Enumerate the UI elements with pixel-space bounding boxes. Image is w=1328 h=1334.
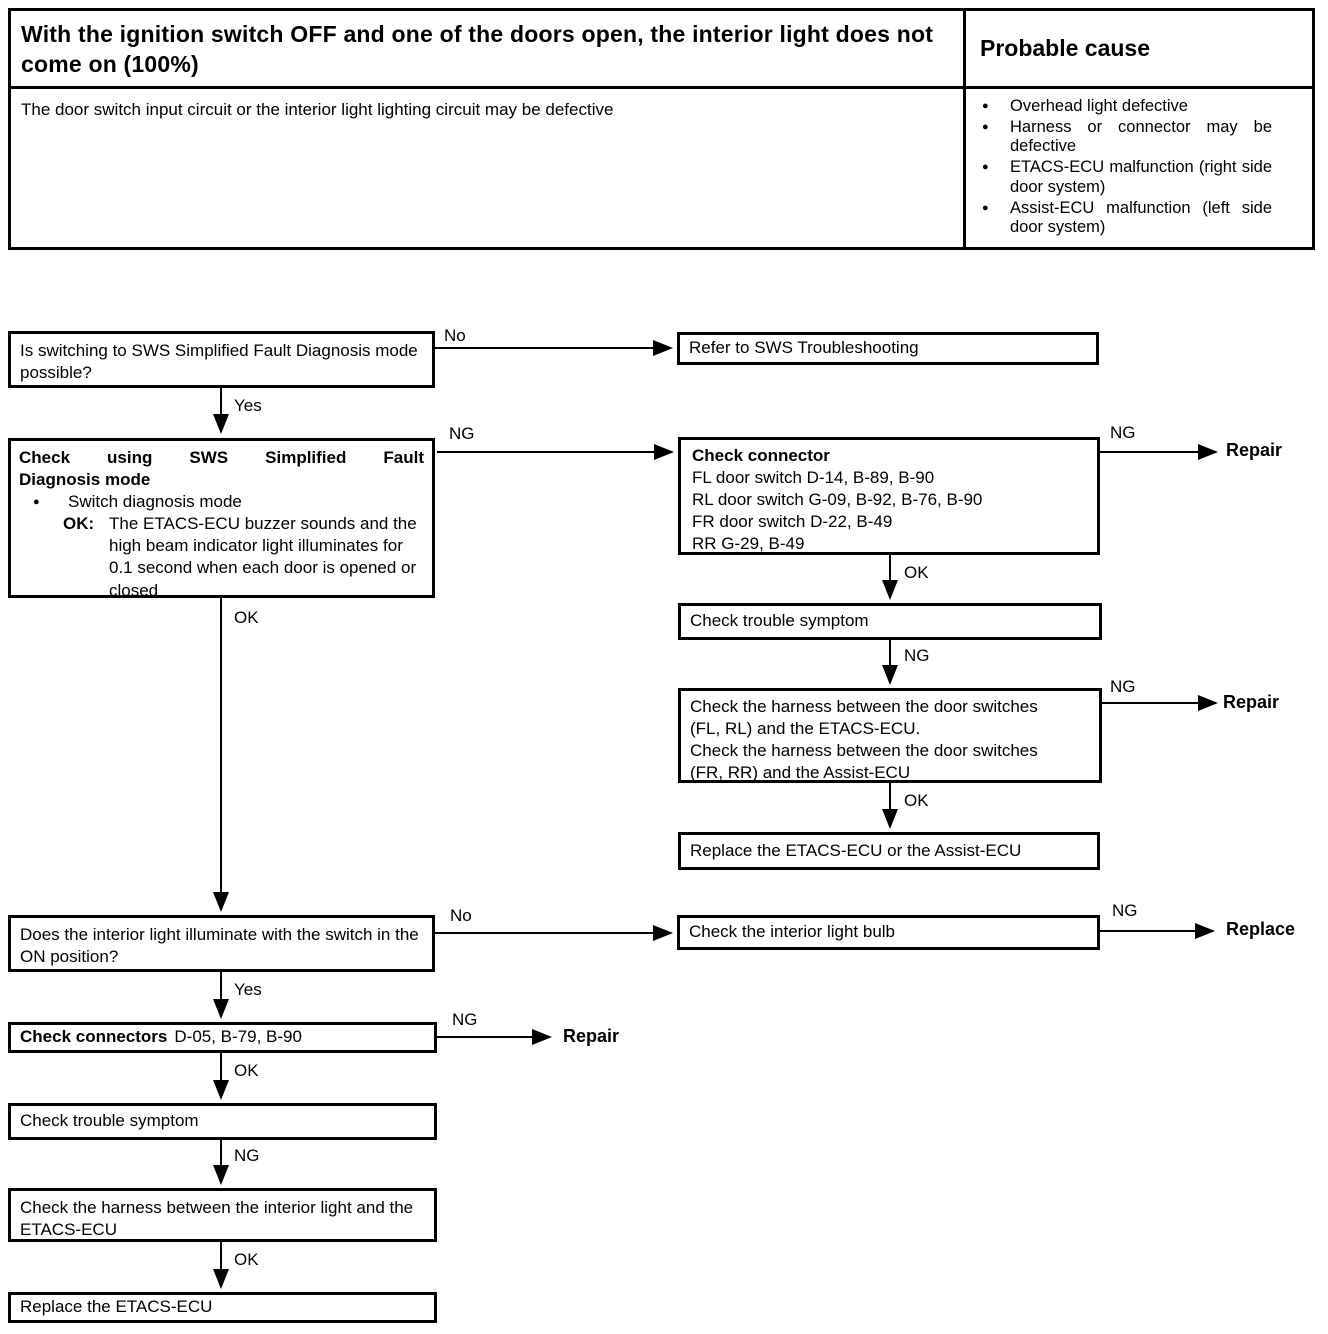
connector-line: FL door switch D-14, B-89, B-90 (692, 468, 935, 488)
edge-label-yes: Yes (234, 396, 262, 415)
flow-step-check-harness-doors: Check the harness between the door switc… (678, 688, 1102, 783)
flow-step-interior-light-question: Does the interior light illuminate with … (8, 915, 435, 972)
flow-step-text: Check the harness between the interior l… (20, 1198, 414, 1240)
edge-label-ok: OK (904, 563, 929, 582)
flow-step-text: Replace the ETACS-ECU or the Assist-ECU (690, 840, 1022, 860)
flow-step-replace-etacs: Replace the ETACS-ECU (8, 1292, 437, 1323)
cause-item: ● Assist-ECU malfunction (left side door … (974, 199, 1272, 237)
edge-label-ng: NG (452, 1010, 478, 1029)
flow-step-text: Check trouble symptom (20, 1111, 199, 1131)
result-repair: Repair (1226, 440, 1283, 460)
flow-step-check-sws-mode: Check using SWS Simplified Fault Diagnos… (8, 438, 435, 601)
flow-step-title: Check connectors (20, 1027, 168, 1047)
harness-line: (FL, RL) and the ETACS-ECU. (690, 719, 921, 739)
edge-label-yes: Yes (234, 980, 262, 999)
flow-step-check-bulb: Check the interior light bulb (677, 915, 1100, 950)
edge-label-ng: NG (904, 646, 930, 665)
flow-step-title: Check using SWS Simplified Fault (19, 448, 424, 467)
bullet-icon: ● (982, 161, 989, 174)
symptom-table: With the ignition switch OFF and one of … (8, 8, 1315, 250)
edge-label-no: No (450, 906, 472, 925)
flow-step-replace-etacs-or-assist: Replace the ETACS-ECU or the Assist-ECU (678, 832, 1100, 870)
connector-line: RR G-29, B-49 (692, 534, 805, 554)
edge-label-ok: OK (904, 791, 929, 810)
flow-step-ok-line: OK: The ETACS-ECU buzzer sounds and the … (19, 513, 424, 601)
probable-cause-list: ● Overhead light defective ● Harness or co… (974, 97, 1304, 237)
bullet-icon: ● (33, 496, 40, 509)
edge-label-ng: NG (1112, 901, 1138, 920)
ok-label: OK: (63, 514, 95, 534)
connector-line: FR door switch D-22, B-49 (692, 512, 893, 532)
flow-step-sws-mode-question: Is switching to SWS Simplified Fault Dia… (8, 331, 435, 388)
harness-line: (FR, RR) and the Assist-ECU (690, 763, 911, 783)
result-repair: Repair (1223, 692, 1280, 712)
bullet-icon: ● (982, 121, 989, 134)
flow-step-text: Replace the ETACS-ECU (20, 1297, 213, 1317)
edge-label-ng: NG (1110, 677, 1136, 696)
flow-step-title: Diagnosis mode (19, 470, 151, 490)
flow-step-text: Is switching to SWS Simplified Fault Dia… (20, 341, 418, 383)
flow-step-check-harness-interior: Check the harness between the interior l… (8, 1188, 437, 1242)
bullet-text: Switch diagnosis mode (68, 492, 242, 512)
flow-step-text: Does the interior light illuminate with … (20, 925, 419, 967)
cause-text: Assist-ECU malfunction (left side door s… (1010, 198, 1272, 236)
flow-step-check-connector: Check connector FL door switch D-14, B-8… (678, 437, 1100, 555)
edge-label-ng: NG (1110, 423, 1136, 442)
flow-step-text: Refer to SWS Troubleshooting (689, 338, 919, 358)
edge-label-ng: NG (234, 1146, 260, 1165)
cause-item: ● Overhead light defective (974, 97, 1272, 116)
probable-cause-cell: ● Overhead light defective ● Harness or co… (966, 89, 1312, 247)
connector-line: RL door switch G-09, B-92, B-76, B-90 (692, 490, 983, 510)
result-replace: Replace (1226, 919, 1296, 939)
edge-label-no: No (444, 326, 466, 345)
edge-label-ok: OK (234, 1061, 259, 1080)
flow-step-refer-sws: Refer to SWS Troubleshooting (677, 332, 1099, 365)
cause-text: ETACS-ECU malfunction (right side door s… (1010, 158, 1272, 196)
flow-step-check-connectors: Check connectors D-05, B-79, B-90 (8, 1022, 437, 1053)
flow-step-text: Check the interior light bulb (689, 922, 896, 942)
flow-step-bullet-line: ● Switch diagnosis mode (19, 491, 424, 513)
cause-text: Harness or connector may be defective (1010, 118, 1272, 156)
edge-label-ng: NG (449, 424, 475, 443)
flow-step-check-trouble-symptom-right: Check trouble symptom (678, 603, 1102, 640)
bullet-icon: ● (982, 100, 989, 112)
cause-item: ● ETACS-ECU malfunction (right side door … (974, 158, 1272, 196)
connector-codes: D-05, B-79, B-90 (174, 1027, 302, 1047)
harness-line: Check the harness between the door switc… (690, 697, 1038, 716)
symptom-description: The door switch input circuit or the int… (11, 89, 966, 247)
flow-step-check-trouble-symptom-left: Check trouble symptom (8, 1103, 437, 1140)
symptom-title: With the ignition switch OFF and one of … (11, 11, 966, 89)
result-repair: Repair (563, 1026, 620, 1046)
bullet-icon: ● (982, 201, 989, 214)
probable-cause-header: Probable cause (966, 11, 1312, 89)
flow-step-text: Check trouble symptom (690, 611, 869, 631)
harness-line: Check the harness between the door switc… (690, 741, 1038, 761)
edge-label-ok: OK (234, 608, 259, 627)
flow-step-title: Check connector (692, 446, 830, 465)
cause-text: Overhead light defective (1010, 97, 1188, 115)
ok-text: The ETACS-ECU buzzer sounds and the high… (109, 514, 417, 600)
edge-label-ok: OK (234, 1250, 259, 1269)
cause-item: ● Harness or connector may be defective (974, 118, 1272, 156)
